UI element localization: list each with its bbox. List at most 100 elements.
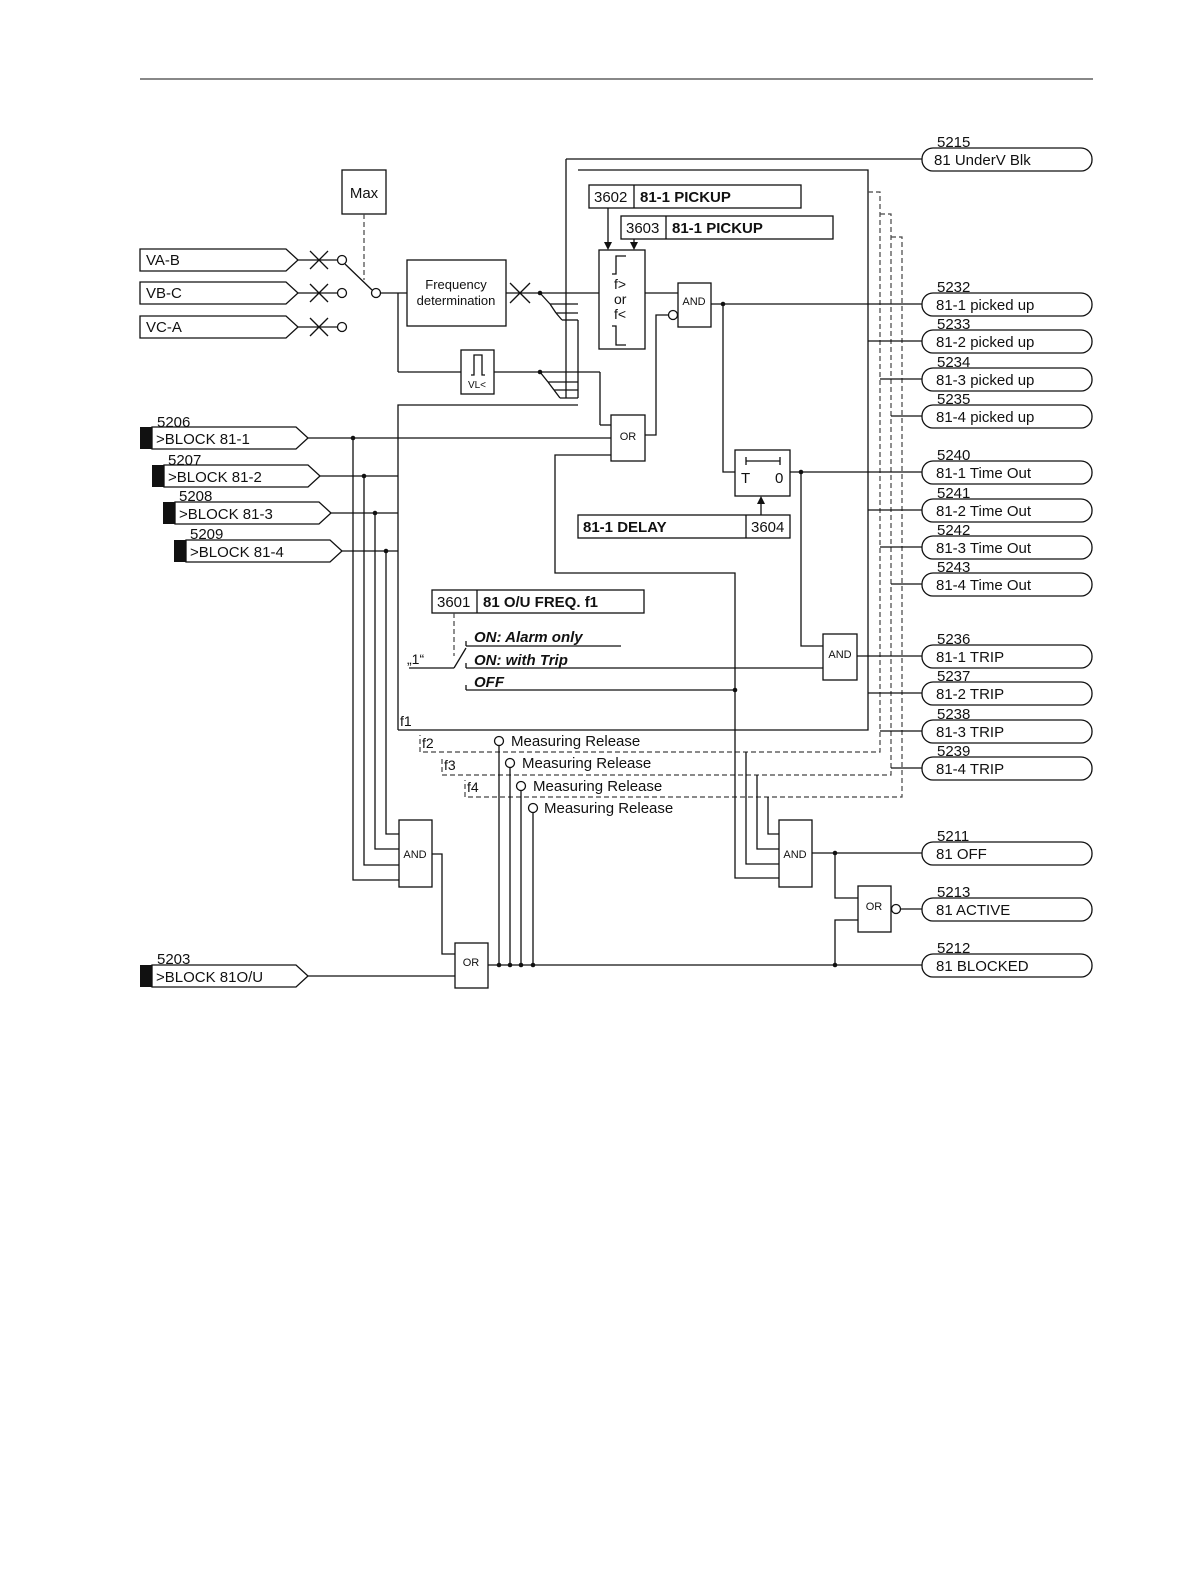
param-3601-num: 3601 xyxy=(437,594,470,611)
block-81-1-num: 5206 xyxy=(157,414,190,431)
output-5242-label: 81-3 Time Out xyxy=(936,540,1032,557)
param-3602-num: 3602 xyxy=(594,189,627,206)
frequency-comparator xyxy=(598,249,646,350)
output-5241-label: 81-2 Time Out xyxy=(936,503,1032,520)
max-label: Max xyxy=(350,185,379,202)
output-5212-label: 81 BLOCKED xyxy=(936,958,1029,975)
delay-timer xyxy=(734,449,791,497)
block-81-2-label: >BLOCK 81-2 xyxy=(168,469,262,486)
input-wires xyxy=(298,250,382,337)
pickup-and-gate xyxy=(677,282,712,328)
pickup-and-label: AND xyxy=(682,296,705,308)
switch-opt-off: OFF xyxy=(474,674,505,691)
input-va-b xyxy=(139,248,299,272)
freq-det-output xyxy=(506,282,599,321)
stage-f2-label: f2 xyxy=(422,735,434,751)
stage-f3-frame xyxy=(441,213,892,776)
stage-f3-label: f3 xyxy=(444,757,456,773)
output-5239-num: 5239 xyxy=(937,743,970,760)
stage-output-stubs xyxy=(868,340,922,769)
input-vb-c xyxy=(139,281,299,305)
active-or-gate xyxy=(857,885,892,933)
comparator-mid: or xyxy=(614,291,627,307)
freq-det-line2: determination xyxy=(417,293,496,308)
output-5233-num: 5233 xyxy=(937,316,970,333)
stage-f2-frame xyxy=(419,191,881,753)
stage-f1-frame xyxy=(398,169,869,731)
freq-det-line1: Frequency xyxy=(425,277,487,292)
vl-label: VL< xyxy=(468,380,486,391)
block-81ou-label: >BLOCK 81O/U xyxy=(156,969,263,986)
block-all-and-gate xyxy=(398,819,433,888)
block-inputs xyxy=(140,426,611,988)
param-3603-box xyxy=(620,215,834,240)
output-5232-num: 5232 xyxy=(937,279,970,296)
output-pills xyxy=(921,147,1093,978)
output-5212-num: 5212 xyxy=(937,940,970,957)
output-5235-label: 81-4 picked up xyxy=(936,409,1034,426)
output-5234-label: 81-3 picked up xyxy=(936,372,1034,389)
output-5235-num: 5235 xyxy=(937,391,970,408)
output-5240-num: 5240 xyxy=(937,447,970,464)
output-5211-label: 81 OFF xyxy=(936,846,987,863)
max-box xyxy=(341,169,387,215)
param-3604-label: 81-1 DELAY xyxy=(583,519,667,536)
output-5243-label: 81-4 Time Out xyxy=(936,577,1032,594)
output-5211-num: 5211 xyxy=(937,828,969,845)
param-3603-num: 3603 xyxy=(626,220,659,237)
block-81ou-num: 5203 xyxy=(157,951,190,968)
output-5243-num: 5243 xyxy=(937,559,970,576)
param-3602-box xyxy=(588,184,802,209)
comparator-bot: f< xyxy=(614,306,626,322)
vl-wires xyxy=(397,158,922,426)
input-va-b-label: VA-B xyxy=(146,252,180,269)
measuring-release-f4: Measuring Release xyxy=(544,800,673,817)
output-5238-num: 5238 xyxy=(937,706,970,723)
stage-f4-label: f4 xyxy=(467,779,479,795)
switch-one-label: „1“ xyxy=(407,651,424,667)
output-5215-num: 5215 xyxy=(937,134,970,151)
param-3604-box xyxy=(577,514,791,539)
output-5241-num: 5241 xyxy=(937,485,970,502)
block-81-4-num: 5209 xyxy=(190,526,223,543)
input-vb-c-label: VB-C xyxy=(146,285,182,302)
timer-zero: 0 xyxy=(775,470,783,487)
off-and-wires xyxy=(745,752,779,865)
switch-opt-trip: ON: with Trip xyxy=(474,652,568,669)
measuring-release-lines xyxy=(493,735,539,965)
block-81-2-num: 5207 xyxy=(168,452,201,469)
block-81-3-num: 5208 xyxy=(179,488,212,505)
switch-opt-alarm: ON: Alarm only xyxy=(474,629,583,646)
output-5237-num: 5237 xyxy=(937,668,970,685)
output-5236-label: 81-1 TRIP xyxy=(936,649,1004,666)
output-5236-num: 5236 xyxy=(937,631,970,648)
output-5237-label: 81-2 TRIP xyxy=(936,686,1004,703)
output-5233-label: 81-2 picked up xyxy=(936,334,1034,351)
output-5238-label: 81-3 TRIP xyxy=(936,724,1004,741)
measuring-release-f3: Measuring Release xyxy=(533,778,662,795)
trip-and-label: AND xyxy=(828,649,851,661)
block-81-4-label: >BLOCK 81-4 xyxy=(190,544,284,561)
output-5232-label: 81-1 picked up xyxy=(936,297,1034,314)
comparator-top: f> xyxy=(614,276,626,292)
stage-f1-label: f1 xyxy=(400,713,412,729)
stage-f1-frame-left xyxy=(397,404,578,730)
block-or-label: OR xyxy=(620,431,637,443)
timer-t: T xyxy=(741,470,750,487)
output-5240-label: 81-1 Time Out xyxy=(936,465,1032,482)
param-3603-label: 81-1 PICKUP xyxy=(672,220,763,237)
output-5242-num: 5242 xyxy=(937,522,970,539)
param-3604-num: 3604 xyxy=(751,519,784,536)
input-vc-a xyxy=(139,315,299,339)
param-3602-label: 81-1 PICKUP xyxy=(640,189,731,206)
output-5213-label: 81 ACTIVE xyxy=(936,902,1010,919)
active-or-label: OR xyxy=(866,901,883,913)
measuring-release-f1: Measuring Release xyxy=(511,733,640,750)
trip-and-gate xyxy=(822,633,858,681)
input-vc-a-label: VC-A xyxy=(146,319,182,336)
undervoltage-block xyxy=(460,349,495,395)
blocked-or-label: OR xyxy=(463,957,480,969)
measuring-release-f2: Measuring Release xyxy=(522,755,651,772)
block-81-3-label: >BLOCK 81-3 xyxy=(179,506,273,523)
